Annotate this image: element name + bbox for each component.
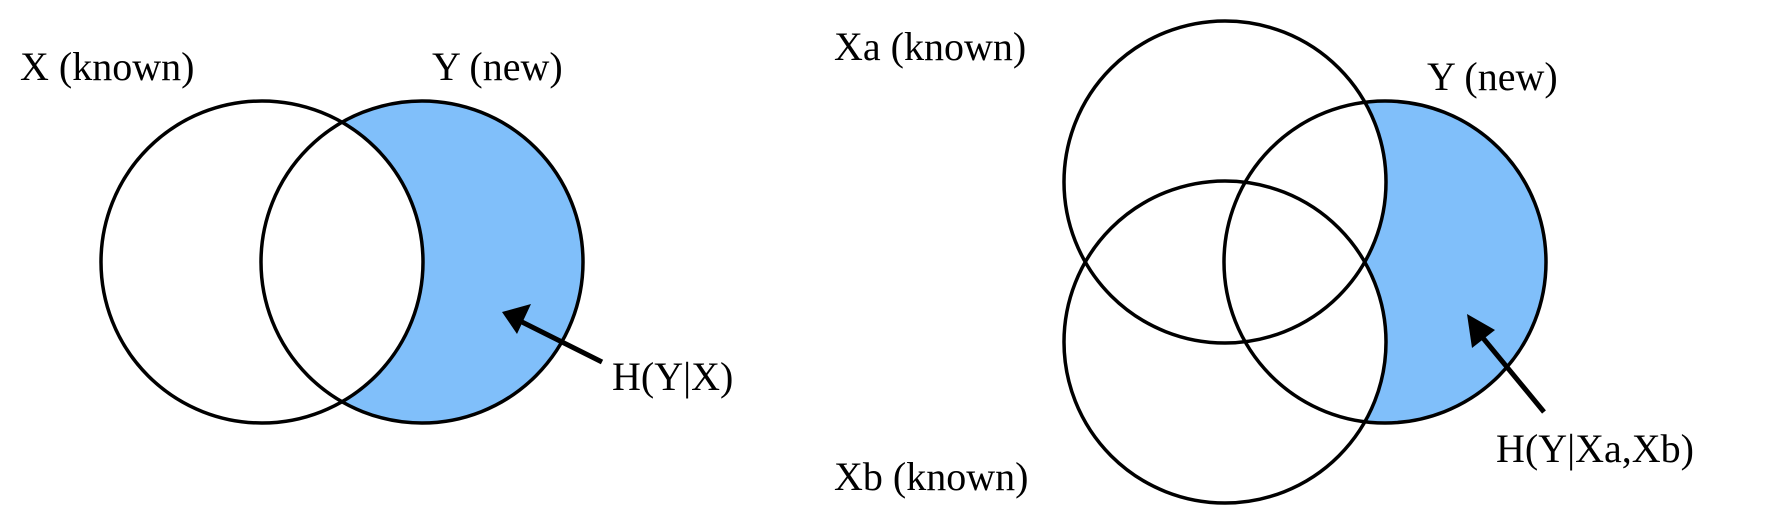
label-h-y-given-x: H(Y|X) (612, 354, 733, 399)
label-h-y-given-xa-xb: H(Y|Xa,Xb) (1496, 426, 1694, 471)
circle-xa-known (1062, 19, 1388, 345)
arrow-shaft-y-given-x (520, 319, 604, 365)
arrow-shaft-y-given-xa-xb (1481, 336, 1546, 414)
label-y-new: Y (new) (432, 44, 563, 89)
label-y-new: Y (new) (1427, 54, 1558, 99)
diagram-conditional-entropy-y-given-xa-xb: Xa (known) Xb (known) Y (new) H(Y|Xa,Xb) (834, 19, 1694, 505)
region-y-given-x (261, 101, 583, 423)
circle-x-known (99, 99, 425, 425)
circle-y-new (259, 99, 585, 425)
region-y-given-xa-xb (1224, 101, 1546, 423)
label-xb-known: Xb (known) (834, 454, 1028, 499)
label-xa-known: Xa (known) (834, 24, 1026, 69)
label-x-known: X (known) (20, 44, 194, 89)
arrow-head-y-given-x (502, 304, 531, 334)
diagram-conditional-entropy-y-given-x: X (known) Y (new) H(Y|X) (20, 44, 733, 425)
circle-y-new (1222, 99, 1548, 425)
arrow-head-y-given-xa-xb (1467, 314, 1495, 348)
circle-xb-known (1062, 179, 1388, 505)
